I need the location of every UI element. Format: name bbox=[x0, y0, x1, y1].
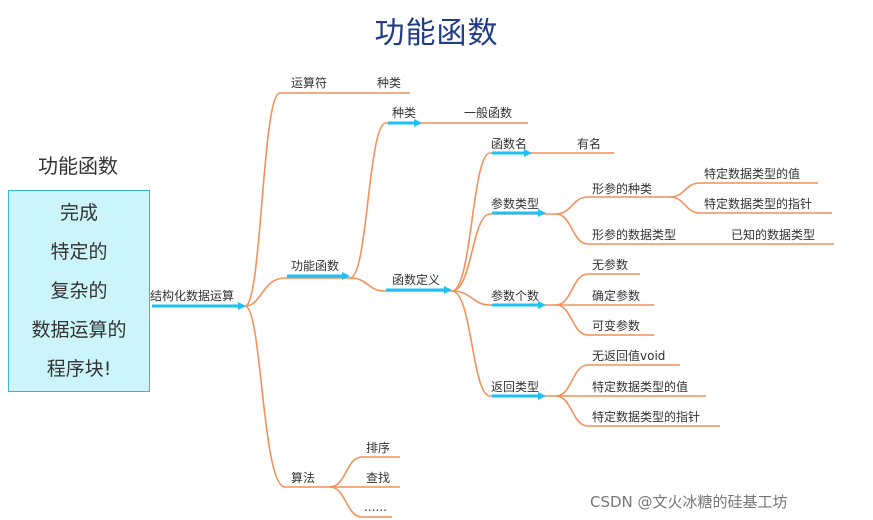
branch-def-to-paramtype bbox=[451, 213, 491, 292]
node-no-return: 无返回值void bbox=[592, 349, 666, 363]
node-param-count: 参数个数 bbox=[491, 289, 540, 303]
branch-func-to-def bbox=[349, 277, 385, 292]
node-known-data-type: 已知的数据类型 bbox=[731, 228, 816, 242]
branch-ret-to-pointer bbox=[555, 395, 589, 427]
node-formal-kind: 形参的种类 bbox=[592, 182, 653, 196]
branch-def-to-paramcount bbox=[451, 290, 491, 306]
node-ret-specific-value: 特定数据类型的值 bbox=[592, 380, 689, 394]
node-algorithm: 算法 bbox=[291, 471, 316, 485]
branch-paramtype-to-kind bbox=[555, 196, 589, 215]
branch-count-to-variable bbox=[555, 304, 589, 336]
watermark: CSDN @文火冰糖的硅基工坊 bbox=[590, 493, 788, 511]
arrow-returntype-head bbox=[538, 392, 546, 400]
side-title: 功能函数 bbox=[38, 154, 118, 178]
node-search: 查找 bbox=[366, 471, 391, 485]
branch-def-to-returntype bbox=[451, 290, 491, 397]
node-root: 结构化数据运算 bbox=[150, 289, 235, 303]
node-ellipsis: ...... bbox=[364, 500, 387, 514]
arrow-func-kinds-head bbox=[414, 119, 422, 127]
node-param-type: 参数类型 bbox=[491, 197, 540, 211]
node-has-name: 有名 bbox=[577, 137, 602, 151]
definition-line: 数据运算的 bbox=[31, 318, 127, 341]
definition-line: 复杂的 bbox=[50, 279, 108, 302]
arrow-func-head bbox=[342, 272, 350, 280]
definition-box: 完成 特定的 复杂的 数据运算的 程序块! bbox=[8, 190, 150, 392]
arrow-root-head bbox=[238, 302, 246, 310]
node-specific-value: 特定数据类型的值 bbox=[704, 167, 801, 181]
branch-count-to-none bbox=[555, 273, 589, 306]
definition-line: 特定的 bbox=[50, 240, 108, 263]
branch-alg-to-sort bbox=[329, 456, 363, 488]
branch-root-to-operators bbox=[244, 92, 281, 307]
node-operators-kinds: 种类 bbox=[377, 76, 402, 90]
branch-kind-to-pointer bbox=[669, 196, 701, 214]
node-operators: 运算符 bbox=[291, 76, 328, 90]
definition-line: 程序块! bbox=[46, 357, 112, 380]
arrow-paramtype-head bbox=[538, 209, 546, 217]
node-func-kinds: 种类 bbox=[392, 106, 417, 120]
branch-alg-to-more bbox=[329, 486, 363, 518]
branch-root-to-func bbox=[244, 277, 286, 307]
node-ret-specific-pointer: 特定数据类型的指针 bbox=[592, 410, 701, 424]
arrow-func-def-head bbox=[444, 286, 452, 294]
definition-line: 完成 bbox=[59, 201, 98, 224]
node-sort: 排序 bbox=[366, 441, 391, 455]
node-fixed-param: 确定参数 bbox=[592, 289, 641, 303]
node-no-param: 无参数 bbox=[592, 258, 629, 272]
branch-ret-to-void bbox=[555, 364, 589, 397]
node-func: 功能函数 bbox=[291, 259, 340, 273]
node-specific-pointer: 特定数据类型的指针 bbox=[704, 197, 813, 211]
node-formal-data-type: 形参的数据类型 bbox=[592, 228, 677, 242]
node-func-def: 函数定义 bbox=[392, 273, 441, 287]
branch-func-to-kinds bbox=[349, 122, 387, 279]
branch-root-to-algorithm bbox=[244, 305, 286, 488]
node-general-func: 一般函数 bbox=[464, 106, 513, 120]
branch-kind-to-value bbox=[669, 182, 701, 198]
branch-paramtype-to-datatype bbox=[555, 213, 589, 245]
node-func-name: 函数名 bbox=[491, 137, 528, 151]
arrow-name-head bbox=[524, 149, 532, 157]
arrow-paramcount-head bbox=[538, 301, 546, 309]
node-variable-param: 可变参数 bbox=[592, 319, 641, 333]
branch-def-to-name bbox=[451, 152, 491, 292]
node-return-type: 返回类型 bbox=[491, 380, 540, 394]
page-title: 功能函数 bbox=[374, 16, 499, 51]
